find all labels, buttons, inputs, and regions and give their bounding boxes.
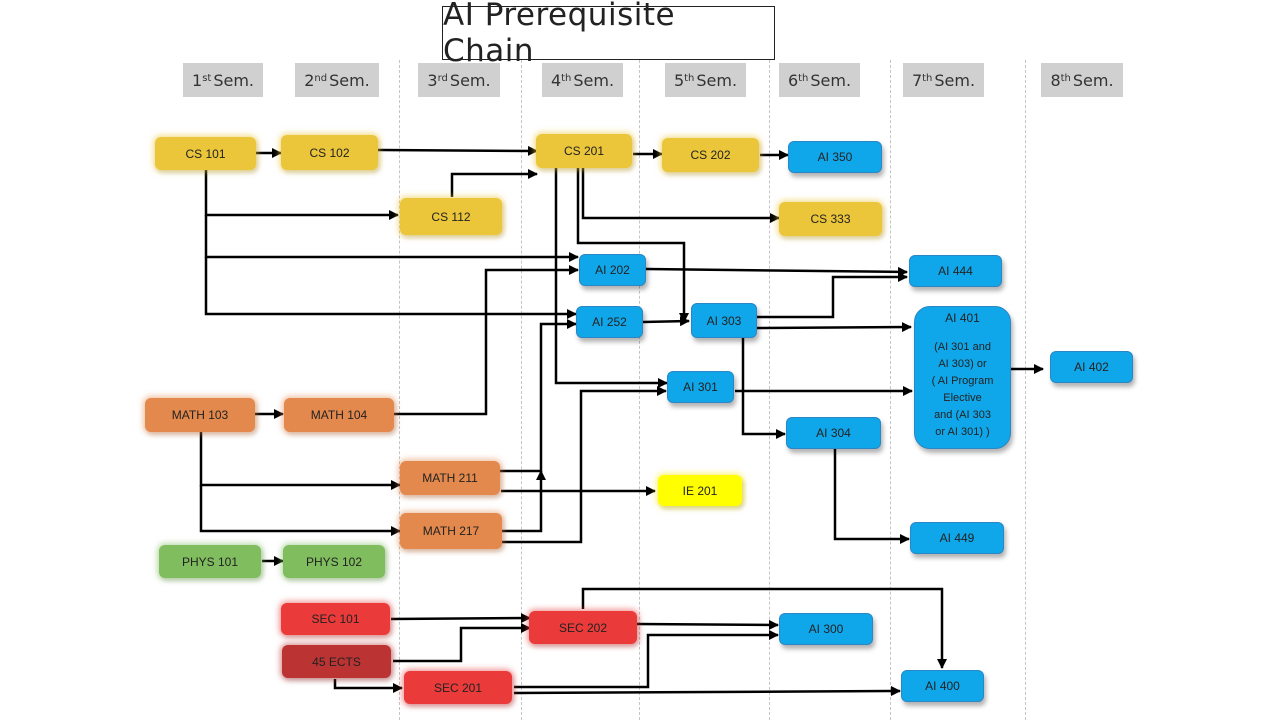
requirement-45-ects[interactable]: 45 ECTS <box>282 645 391 678</box>
semester-suffix: th <box>1060 72 1071 84</box>
arrow-ects-sec202 <box>393 623 531 663</box>
semester-number: 4 <box>550 70 562 90</box>
arrow-ai303-ai304 <box>741 338 786 439</box>
semester-number: 2 <box>304 70 315 90</box>
course-ai202[interactable]: AI 202 <box>579 254 646 286</box>
course-cs101[interactable]: CS 101 <box>155 137 256 170</box>
course-ai449[interactable]: AI 449 <box>910 522 1004 554</box>
semester-divider <box>1025 60 1026 720</box>
semester-label: Sem. <box>329 70 370 90</box>
course-ai252[interactable]: AI 252 <box>576 306 643 338</box>
course-ai304[interactable]: AI 304 <box>786 417 881 449</box>
arrow-math217-ai252 <box>497 470 546 533</box>
semester-suffix: st <box>202 72 212 84</box>
arrow-cs201-ai301 <box>554 165 668 388</box>
semester-label: Sem. <box>810 70 852 90</box>
arrow-cs101-ai252 <box>204 257 577 319</box>
arrow-sec201-ai400 <box>513 686 901 697</box>
course-ai401-requirement: (AI 301 and AI 303) or ( AI Program Elec… <box>931 341 994 438</box>
arrow-math211-ai252 <box>497 319 577 473</box>
semester-label: Sem. <box>696 70 738 90</box>
arrow-cs102-cs201 <box>377 145 538 156</box>
course-ai300[interactable]: AI 300 <box>779 613 873 645</box>
course-ai350[interactable]: AI 350 <box>788 141 882 173</box>
course-phys102[interactable]: PHYS 102 <box>283 545 385 578</box>
semester-suffix: th <box>798 72 809 84</box>
arrow-sec201-ai300 <box>514 630 779 689</box>
arrow-ects-sec201 <box>333 679 403 693</box>
arrow-sec202-ai300 <box>636 619 779 630</box>
course-math104[interactable]: MATH 104 <box>284 398 394 432</box>
course-ai402[interactable]: AI 402 <box>1050 351 1133 383</box>
arrow-cs101-ai202 <box>204 215 579 262</box>
course-ai401[interactable]: AI 401 (AI 301 and AI 303) or ( AI Progr… <box>914 306 1011 449</box>
semester-label: Sem. <box>1072 70 1114 90</box>
arrow-cs112-cs201 <box>450 169 538 197</box>
course-cs102[interactable]: CS 102 <box>281 135 378 170</box>
course-sec202[interactable]: SEC 202 <box>529 611 637 644</box>
course-ai301[interactable]: AI 301 <box>667 371 734 403</box>
semester-label: Sem. <box>934 70 976 90</box>
arrow-cs101-cs112 <box>204 168 399 220</box>
semester-suffix: nd <box>314 72 328 84</box>
course-cs201[interactable]: CS 201 <box>536 134 632 168</box>
course-math217[interactable]: MATH 217 <box>400 513 502 549</box>
semester-number: 6 <box>787 70 799 90</box>
semester-label: Sem. <box>573 70 615 90</box>
arrow-ai252-ai303 <box>642 316 690 327</box>
semester-number: 5 <box>673 70 685 90</box>
semester-suffix: th <box>684 72 695 84</box>
arrow-ai303-ai444 <box>757 272 908 319</box>
arrow-ai304-ai449 <box>833 449 910 544</box>
semester-number: 7 <box>911 70 923 90</box>
semester-number: 3 <box>427 70 438 90</box>
semester-divider <box>521 60 522 720</box>
course-ai303[interactable]: AI 303 <box>691 303 757 338</box>
course-ai400[interactable]: AI 400 <box>901 670 984 702</box>
arrow-ai303-ai401 <box>756 322 912 333</box>
semester-suffix: th <box>561 72 572 84</box>
arrow-cs201-cs333 <box>581 168 780 223</box>
arrow-cs201-ai303 <box>576 168 689 323</box>
course-sec101[interactable]: SEC 101 <box>281 603 390 635</box>
course-ai401-label: AI 401 <box>945 311 980 325</box>
course-sec201[interactable]: SEC 201 <box>404 671 512 704</box>
arrow-math103-math211 <box>199 431 401 490</box>
semester-suffix: th <box>922 72 933 84</box>
arrow-ai202-ai444 <box>645 266 908 277</box>
course-cs112[interactable]: CS 112 <box>400 198 502 235</box>
semester-label: Sem. <box>213 70 254 90</box>
semester-number: 8 <box>1050 70 1061 90</box>
course-phys101[interactable]: PHYS 101 <box>159 545 261 578</box>
arrow-math104-ai202 <box>394 265 579 416</box>
course-ai444[interactable]: AI 444 <box>909 255 1002 287</box>
arrow-sec101-sec202 <box>390 613 531 624</box>
course-ie201[interactable]: IE 201 <box>658 475 742 506</box>
course-math211[interactable]: MATH 211 <box>400 461 500 495</box>
course-cs202[interactable]: CS 202 <box>662 138 759 172</box>
semester-label: Sem. <box>449 70 491 90</box>
course-math103[interactable]: MATH 103 <box>145 398 255 432</box>
arrow-math103-math217 <box>199 485 401 536</box>
arrow-math217-ai301 <box>500 386 667 544</box>
arrow-sec202-ai400 <box>581 587 947 669</box>
semester-number: 1 <box>192 70 203 90</box>
semester-suffix: rd <box>437 72 448 84</box>
semester-divider <box>399 60 400 720</box>
course-cs333[interactable]: CS 333 <box>779 202 882 236</box>
